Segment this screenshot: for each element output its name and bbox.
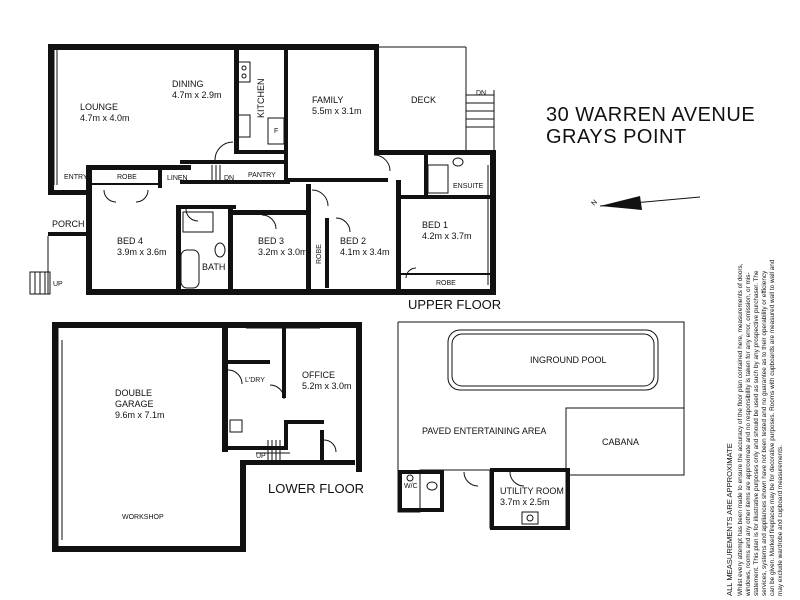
office-size: 5.2m x 3.0m — [302, 381, 352, 391]
lower-up-marker: UP — [256, 453, 266, 460]
bed4-size: 3.9m x 3.6m — [117, 247, 167, 257]
lounge-label: LOUNGE — [80, 102, 118, 112]
garage-size: 9.6m x 7.1m — [115, 410, 165, 420]
office-label: OFFICE — [302, 370, 335, 380]
disclaimer-line-5: can be given. Marked fireplaces may be f… — [769, 259, 776, 596]
bed1-size: 4.2m x 3.7m — [422, 231, 472, 241]
entry-label: ENTRY — [64, 174, 88, 181]
porch-up-marker: UP — [53, 281, 63, 288]
porch-label: PORCH — [52, 219, 85, 229]
family-label: FAMILY — [312, 95, 343, 105]
dining-label: DINING — [172, 79, 204, 89]
lower-floor-label: LOWER FLOOR — [268, 481, 364, 496]
wc-label: W/C — [404, 483, 418, 490]
garage-label-2: GARAGE — [115, 399, 154, 409]
room-labels: 30 WARREN AVENUE GRAYS POINT LOUNGE 4.7m… — [52, 78, 755, 521]
deck-label: DECK — [411, 95, 436, 105]
pool-label: INGROUND POOL — [530, 355, 607, 365]
address-line-1: 30 WARREN AVENUE — [546, 104, 755, 126]
disclaimer-line-1: Whilst every attempt has been made to en… — [737, 263, 744, 596]
cabana-label: CABANA — [602, 437, 639, 447]
bed3-size: 3.2m x 3.0m — [258, 247, 308, 257]
upper-floor-label: UPPER FLOOR — [408, 297, 501, 312]
lower-floor-details — [57, 327, 337, 546]
linen-down-marker: DN — [224, 175, 234, 182]
bath-label: BATH — [202, 262, 225, 272]
bed2-robe-label: ROBE — [316, 244, 323, 264]
disclaimer-heading: ALL MEASUREMENTS ARE APPROXIMATE — [725, 443, 734, 596]
lounge-size: 4.7m x 4.0m — [80, 113, 130, 123]
disclaimer-line-3: statement. This plan is for illustrative… — [753, 270, 760, 596]
address-line-2: GRAYS POINT — [546, 126, 687, 148]
disclaimer-line-2: windows, rooms and any other items are a… — [745, 272, 752, 597]
north-arrow — [599, 196, 701, 210]
bed1-label: BED 1 — [422, 220, 448, 230]
lower-floor-walls — [52, 322, 362, 552]
dining-size: 4.7m x 2.9m — [172, 90, 222, 100]
disclaimer-line-4: services, systems and appliances shown h… — [761, 270, 768, 596]
north-marker: N — [590, 199, 599, 208]
fridge-marker: F — [274, 128, 278, 135]
bed3-label: BED 3 — [258, 236, 284, 246]
ensuite-label: ENSUITE — [453, 183, 484, 190]
garage-label-1: DOUBLE — [115, 388, 152, 398]
workshop-label: WORKSHOP — [122, 514, 164, 521]
upper-floor-walls — [48, 44, 496, 295]
bed1-robe-label: ROBE — [436, 280, 456, 287]
bed4-robe-label: ROBE — [117, 174, 137, 181]
paved-area-label: PAVED ENTERTAINING AREA — [422, 426, 546, 436]
bed2-label: BED 2 — [340, 236, 366, 246]
bed2-size: 4.1m x 3.4m — [340, 247, 390, 257]
disclaimer: ALL MEASUREMENTS ARE APPROXIMATE Whilst … — [725, 259, 784, 597]
pantry-label: PANTRY — [248, 172, 276, 179]
outdoor-areas — [397, 321, 685, 530]
utility-size: 3.7m x 2.5m — [500, 497, 550, 507]
family-size: 5.5m x 3.1m — [312, 106, 362, 116]
disclaimer-line-6: may exclude wardrobe and cupboard measur… — [777, 445, 784, 596]
upper-floor-details — [29, 46, 495, 295]
linen-label: LINEN — [167, 175, 188, 182]
laundry-label: L'DRY — [245, 377, 265, 384]
kitchen-label: KITCHEN — [256, 78, 266, 118]
utility-label: UTILITY ROOM — [500, 486, 564, 496]
deck-down-marker: DN — [476, 90, 486, 97]
bed4-label: BED 4 — [117, 236, 143, 246]
